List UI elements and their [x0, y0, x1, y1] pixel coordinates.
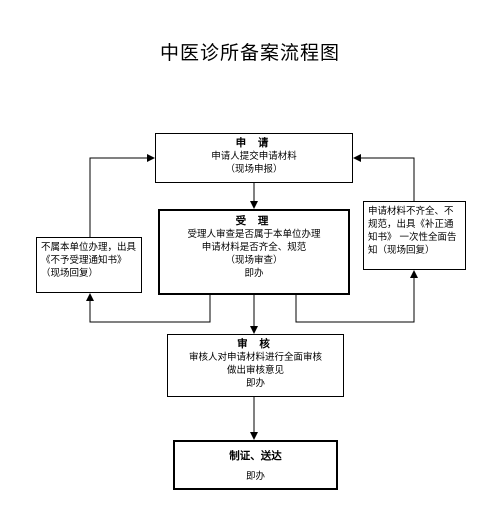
arrow-supplement-to-apply [353, 154, 415, 201]
apply-line-2: （现场申报） [225, 164, 283, 175]
reject-notice-box: 不属本单位办理，出具《不予受理通知书》（现场回复） [36, 237, 142, 293]
arrow-accept-to-reject [86, 293, 211, 323]
arrow-accept-to-supplement [295, 270, 418, 323]
review-step-box: 审 核 审核人对申请材料进行全面审核 做出审核意见 即办 [167, 334, 344, 397]
review-heading: 审 核 [237, 338, 274, 350]
apply-line-1: 申请人提交申请材料 [211, 151, 297, 162]
page-title: 中医诊所备案流程图 [159, 42, 340, 64]
supplement-text: 申请材料不齐全、不规范，出具《补正通知书》 一次性全面告知（现场回复） [368, 206, 457, 256]
apply-heading: 申 请 [235, 137, 273, 149]
accept-step-box: 受 理 受理人审查是否属于本单位办理 申请材料是否齐全、规范 （现场审查） 即办 [158, 209, 350, 295]
arrow-reject-to-apply [89, 154, 155, 237]
review-line-2: 做出审核意见 [226, 365, 284, 376]
review-line-1: 审核人对申请材料进行全面审核 [188, 352, 322, 363]
accept-heading: 受 理 [235, 215, 273, 227]
accept-line-2: 申请材料是否齐全、规范 [201, 242, 307, 253]
reject-text: 不属本单位办理，出具《不予受理通知书》（现场回复） [41, 242, 137, 279]
apply-step-box: 申 请 申请人提交申请材料 （现场申报） [155, 133, 353, 183]
issue-step-box: 制证、送达 即办 [173, 440, 338, 490]
issue-line-1: 即办 [245, 471, 265, 482]
accept-line-1: 受理人审查是否属于本单位办理 [187, 229, 321, 240]
supplement-notice-box: 申请材料不齐全、不规范，出具《补正通知书》 一次性全面告知（现场回复） [363, 201, 466, 270]
review-line-3: 即办 [245, 378, 265, 389]
accept-line-4: 即办 [244, 268, 264, 279]
issue-heading: 制证、送达 [229, 450, 282, 462]
accept-line-3: （现场审查） [225, 255, 283, 266]
